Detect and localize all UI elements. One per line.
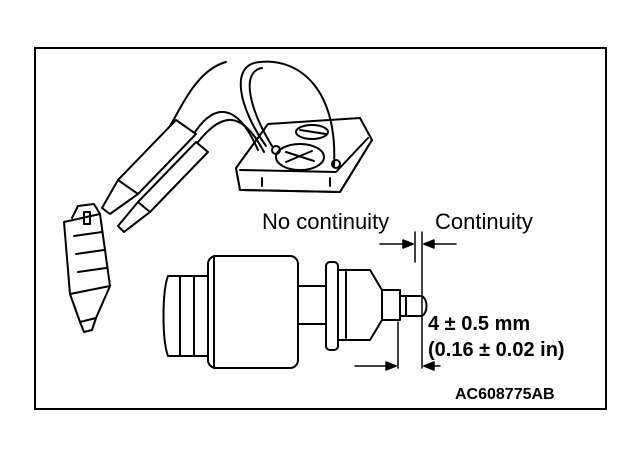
test-leads <box>169 60 336 167</box>
multimeter-icon <box>235 117 373 193</box>
dimension-in-label: (0.16 ± 0.02 in) <box>428 339 565 361</box>
switch-body <box>162 255 428 369</box>
continuity-label: Continuity <box>435 209 533 234</box>
probe-icon <box>101 119 209 233</box>
switch-connector-icon <box>63 203 111 333</box>
figure-code: AC608775AB <box>455 386 555 403</box>
no-continuity-label: No continuity <box>262 209 390 234</box>
dimension-lines <box>354 231 457 371</box>
dimension-mm-label: 4 ± 0.5 mm <box>428 313 531 335</box>
